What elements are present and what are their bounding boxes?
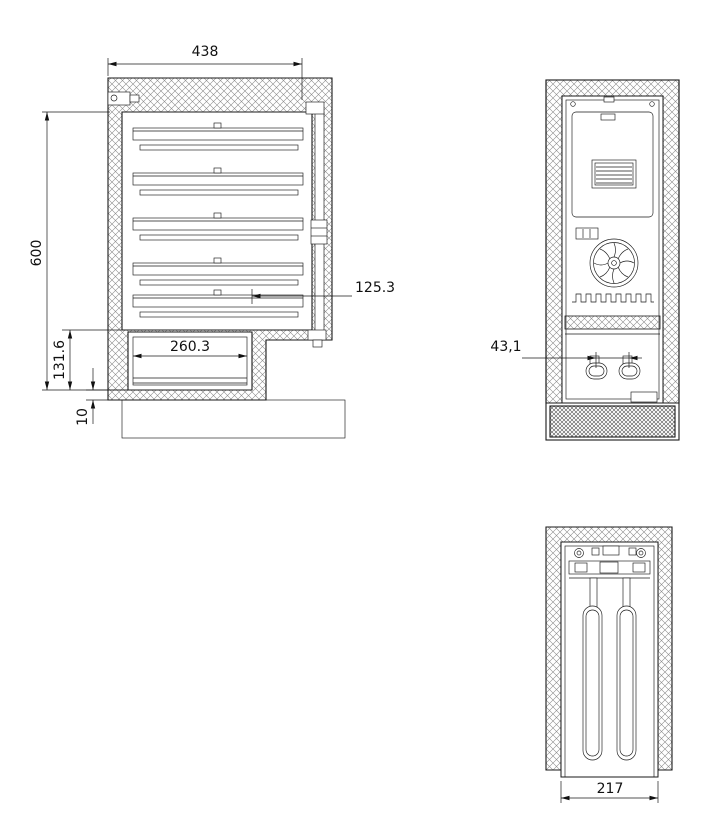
screw-icon	[649, 101, 655, 107]
cabinet-underside	[560, 541, 659, 778]
dimension-bottom-width: 217	[560, 781, 659, 803]
dimension-left-height: 600	[29, 111, 128, 391]
manifold	[568, 560, 651, 579]
fan-blades	[593, 242, 635, 284]
pipe-coupling	[310, 219, 328, 245]
cabinet-outline	[545, 79, 680, 441]
screw-icon	[570, 101, 576, 107]
dimension-label: 125.3	[355, 280, 395, 296]
drip-tray	[139, 311, 299, 318]
shelf-clip	[213, 289, 222, 296]
dimension-shelf-depth: 125.3	[251, 280, 395, 304]
shelf-band	[564, 315, 661, 335]
shelf-clip	[213, 122, 222, 129]
fitting-circle	[636, 548, 646, 558]
dimension-top-width: 438	[107, 44, 303, 100]
dimension-filter-spacing: 43,1	[490, 339, 642, 368]
dimension-label: 438	[192, 44, 219, 60]
pipe-elbow-bottom	[307, 329, 327, 341]
shelf-clip	[213, 212, 222, 219]
dimension-label: 10	[75, 408, 91, 426]
shelf	[132, 257, 304, 286]
front-view: 43,1	[490, 79, 680, 441]
dimension-label: 260.3	[170, 339, 210, 355]
dimension-compartment-width: 260.3	[133, 339, 247, 359]
vent-grille	[591, 159, 637, 189]
bottom-view: 217	[545, 526, 673, 803]
dimension-label: 600	[29, 240, 45, 267]
lcd-display	[575, 227, 599, 240]
tube-neck	[622, 577, 631, 609]
fitting-circle	[574, 548, 584, 558]
dimension-base-thickness: 10	[75, 368, 128, 426]
condenser-fan	[589, 238, 639, 288]
shelf	[132, 167, 304, 196]
base-frame	[121, 399, 346, 439]
inlet-valve-fitting	[107, 91, 140, 106]
bottom-compartment	[132, 336, 248, 386]
filter-tube	[582, 605, 603, 761]
tube-neck	[589, 577, 598, 609]
shelf	[132, 289, 304, 318]
pipe-elbow-top	[305, 101, 325, 115]
dimension-label: 131.6	[52, 340, 68, 380]
bottom-vent-grille	[549, 405, 676, 438]
drain-slot	[630, 391, 658, 403]
shelf	[132, 122, 304, 151]
drip-tray	[139, 279, 299, 286]
evaporator-shelves	[132, 122, 304, 318]
dimension-label: 43,1	[490, 339, 521, 355]
shelf-clip	[213, 257, 222, 264]
shelf-clip	[213, 167, 222, 174]
dimension-label: 217	[597, 781, 624, 797]
drip-tray	[139, 189, 299, 196]
filter-tube	[616, 605, 637, 761]
drip-tray	[139, 144, 299, 151]
dimension-lower-left-height: 131.6	[52, 329, 128, 390]
drip-tray	[139, 234, 299, 241]
capillary-tube	[572, 293, 654, 303]
plan-section-view: 438 600 131.6 10 125.3	[29, 44, 395, 439]
corner-screws	[570, 96, 655, 107]
filter-caps	[585, 355, 641, 380]
control-panel	[571, 111, 654, 218]
pipe-fittings	[574, 545, 646, 558]
refrigerant-pipe	[305, 101, 328, 348]
filter-tubes	[582, 577, 637, 761]
shelf	[132, 212, 304, 241]
